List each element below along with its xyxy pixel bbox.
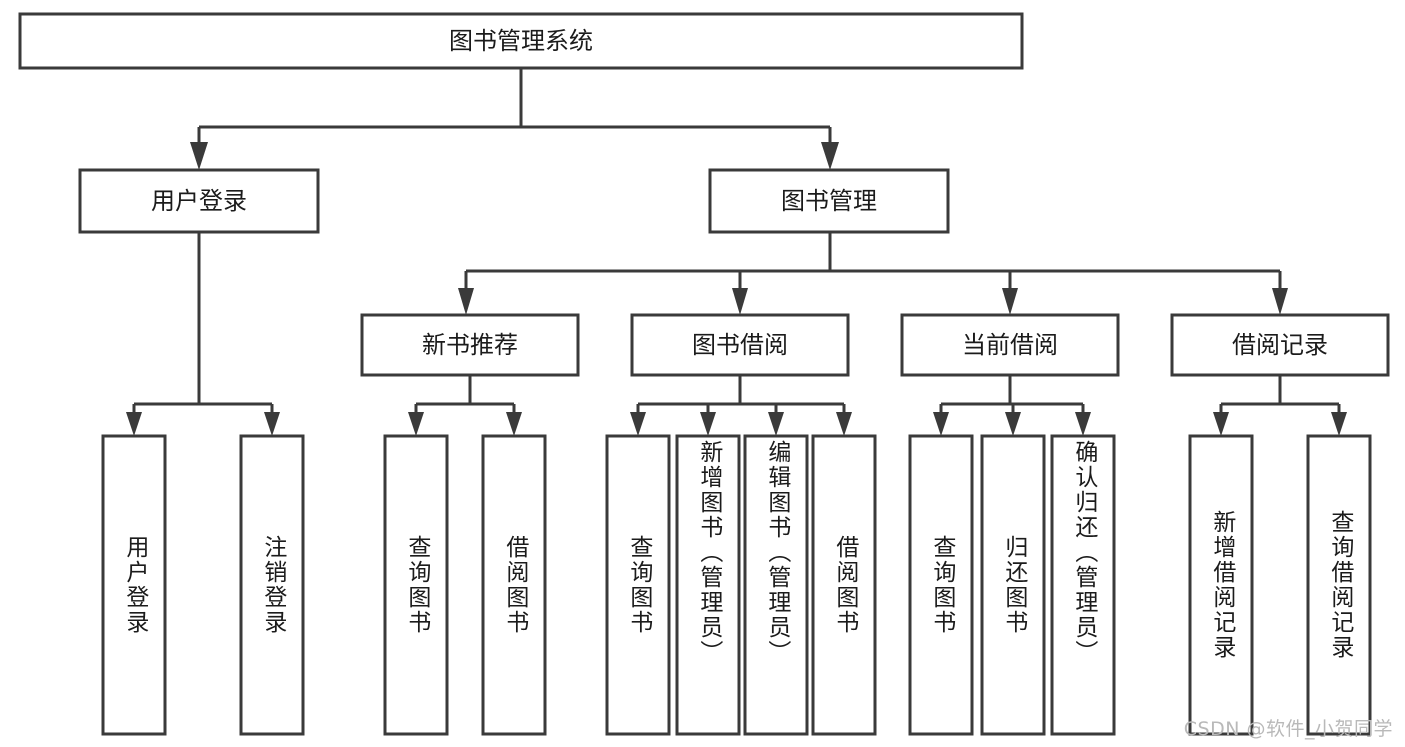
arrow-head-leaf-user-login	[126, 412, 142, 436]
node-book-borrow-label: 图书借阅	[692, 331, 788, 359]
arrow-head-leaf-borrow-book-recommend	[506, 412, 522, 436]
node-leaf-query-borrow-record-box[interactable]	[1306, 434, 1372, 736]
connector-group-book-manage	[458, 232, 1288, 315]
arrow-head-user-login	[190, 142, 208, 170]
node-current-borrow[interactable]: 当前借阅	[900, 313, 1120, 377]
node-current-borrow-label: 当前借阅	[962, 331, 1058, 359]
node-root-box[interactable]	[18, 12, 1024, 70]
arrow-head-leaf-edit-book	[768, 412, 784, 436]
connector-group-borrow-record	[1213, 375, 1347, 436]
arrow-head-leaf-add-borrow-record	[1213, 412, 1229, 436]
connector-group-new-book-recommend	[408, 375, 522, 436]
node-leaf-borrow-book-recommend-box[interactable]	[481, 434, 547, 736]
node-book-manage-box[interactable]	[708, 168, 950, 234]
node-user-login-label: 用户登录	[151, 187, 247, 215]
node-leaf-return-book-box[interactable]	[980, 434, 1046, 736]
node-leaf-query-book-borrow-box[interactable]	[605, 434, 671, 736]
node-root[interactable]: 图书管理系统	[18, 12, 1024, 70]
connector-group-current-borrow	[933, 375, 1091, 436]
node-leaf-add-book-box[interactable]	[675, 434, 741, 736]
node-new-book-recommend[interactable]: 新书推荐	[360, 313, 580, 377]
node-leaf-add-borrow-record-box[interactable]	[1188, 434, 1254, 736]
arrow-head-new-book-recommend	[458, 288, 474, 315]
arrow-head-current-borrow	[1002, 288, 1018, 315]
arrow-head-leaf-return-book	[1005, 412, 1021, 436]
node-leaf-logout-box[interactable]	[239, 434, 305, 736]
node-leaf-borrow-book-box[interactable]	[811, 434, 877, 736]
arrow-head-borrow-record	[1272, 288, 1288, 315]
node-leaf-confirm-return-box[interactable]	[1050, 434, 1116, 736]
connector-group-book-borrow	[630, 375, 852, 436]
watermark-text: CSDN @软件_小贺同学	[1183, 718, 1393, 740]
node-new-book-recommend-box[interactable]	[360, 313, 580, 377]
node-book-borrow-box[interactable]	[630, 313, 850, 377]
arrow-head-leaf-query-book-borrow	[630, 412, 646, 436]
arrow-head-leaf-confirm-return	[1075, 412, 1091, 436]
arrow-head-leaf-logout	[264, 412, 280, 436]
node-borrow-record-label: 借阅记录	[1232, 331, 1328, 359]
arrow-head-leaf-query-borrow-record	[1331, 412, 1347, 436]
arrow-head-book-borrow	[732, 288, 748, 315]
node-leaf-edit-book-box[interactable]	[743, 434, 809, 736]
node-leaf-query-book-recommend-box[interactable]	[383, 434, 449, 736]
node-book-manage-label: 图书管理	[781, 187, 877, 215]
arrow-head-leaf-query-book-recommend	[408, 412, 424, 436]
connector-group-root	[190, 68, 839, 170]
node-book-borrow[interactable]: 图书借阅	[630, 313, 850, 377]
arrow-head-book-manage	[821, 142, 839, 170]
arrow-head-leaf-borrow-book	[836, 412, 852, 436]
arrow-head-leaf-add-book	[700, 412, 716, 436]
node-borrow-record[interactable]: 借阅记录	[1170, 313, 1390, 377]
node-current-borrow-box[interactable]	[900, 313, 1120, 377]
node-borrow-record-box[interactable]	[1170, 313, 1390, 377]
node-user-login[interactable]: 用户登录	[78, 168, 320, 234]
node-leaf-user-login-box[interactable]	[101, 434, 167, 736]
connector-group-user-login	[126, 232, 280, 436]
node-book-manage[interactable]: 图书管理	[708, 168, 950, 234]
node-root-label: 图书管理系统	[449, 27, 593, 55]
node-user-login-box[interactable]	[78, 168, 320, 234]
arrow-head-leaf-query-book-current	[933, 412, 949, 436]
node-leaf-query-book-current-box[interactable]	[908, 434, 974, 736]
leaf-boxes	[101, 434, 1372, 736]
node-new-book-recommend-label: 新书推荐	[422, 331, 518, 359]
